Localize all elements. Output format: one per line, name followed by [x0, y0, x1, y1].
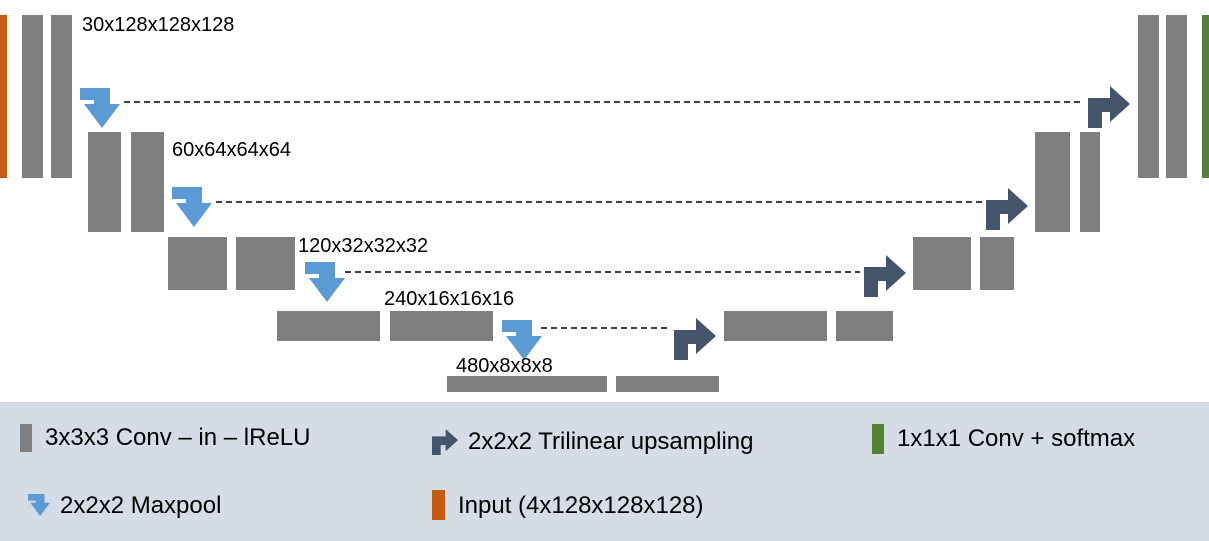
upsample-arrow-2: [986, 188, 1028, 230]
conv-block-enc1-a: [22, 15, 43, 178]
input-bar: [0, 15, 7, 178]
turn-right-arrow-icon: [674, 318, 716, 360]
conv-block-dec3-a: [913, 237, 971, 290]
conv-block-dec3-b: [980, 237, 1014, 290]
conv-block-dec4-b: [836, 311, 893, 341]
dimension-label-level3: 120x32x32x32: [298, 235, 429, 257]
down-arrow-icon: [172, 187, 212, 227]
upsample-arrow-1: [1088, 86, 1130, 128]
conv-block-bottleneck-a: [447, 376, 607, 392]
down-arrow-icon: [28, 494, 50, 516]
conv-block-enc4-a: [277, 311, 380, 341]
conv-block-bottleneck-b: [616, 376, 719, 392]
conv-block-enc4-b: [390, 311, 493, 341]
unet-diagram: [0, 15, 1209, 392]
conv-block-dec1-a: [1138, 15, 1159, 178]
legend-item-input: Input (4x128x128x128): [432, 488, 772, 524]
turn-right-arrow-icon: [864, 255, 906, 297]
conv-block-enc2-b: [131, 132, 164, 232]
maxpool-arrow-3: [305, 262, 345, 302]
maxpool-arrow-1: [80, 88, 120, 128]
down-arrow-icon: [502, 320, 542, 360]
conv-block-dec4-a: [724, 311, 827, 341]
input-swatch: [432, 490, 445, 520]
down-arrow-icon: [80, 88, 120, 128]
legend-panel: 3x3x3 Conv – in – lReLU 2x2x2 Trilinear …: [0, 402, 1209, 541]
legend-label-input: Input (4x128x128x128): [458, 492, 704, 519]
conv-swatch: [20, 424, 32, 452]
down-arrow-icon: [305, 262, 345, 302]
output-swatch: [872, 424, 884, 454]
dimension-label-level5: 480x8x8x8: [456, 355, 553, 377]
dimension-label-level4: 240x16x16x16: [384, 288, 515, 310]
conv-block-dec2-b: [1080, 132, 1100, 232]
turn-right-arrow-icon: [986, 188, 1028, 230]
conv-block-enc3-a: [168, 237, 227, 290]
legend-label-upsample: 2x2x2 Trilinear upsampling: [468, 428, 754, 455]
conv-block-enc3-b: [236, 237, 295, 290]
legend-label-maxpool: 2x2x2 Maxpool: [60, 492, 222, 519]
conv-block-dec1-b: [1166, 15, 1187, 178]
legend-item-output: 1x1x1 Conv + softmax: [872, 420, 1192, 456]
turn-right-arrow-icon: [1088, 86, 1130, 128]
output-bar: [1202, 15, 1209, 178]
legend-item-conv: 3x3x3 Conv – in – lReLU: [20, 420, 400, 456]
conv-block-dec2-a: [1035, 132, 1070, 232]
upsample-arrow-4: [674, 318, 716, 360]
legend-item-maxpool: 2x2x2 Maxpool: [28, 488, 288, 524]
conv-block-enc2-a: [88, 132, 121, 232]
legend-item-upsample: 2x2x2 Trilinear upsampling: [432, 424, 832, 460]
maxpool-arrow-4: [502, 320, 542, 360]
conv-block-enc1-b: [51, 15, 72, 178]
legend-label-output: 1x1x1 Conv + softmax: [897, 425, 1136, 452]
maxpool-arrow-2: [172, 187, 212, 227]
turn-right-arrow-icon: [432, 429, 458, 455]
dimension-label-level2: 60x64x64x64: [172, 139, 291, 161]
upsample-arrow-3: [864, 255, 906, 297]
legend-label-conv: 3x3x3 Conv – in – lReLU: [45, 424, 311, 451]
dimension-label-level1: 30x128x128x128: [82, 14, 235, 36]
